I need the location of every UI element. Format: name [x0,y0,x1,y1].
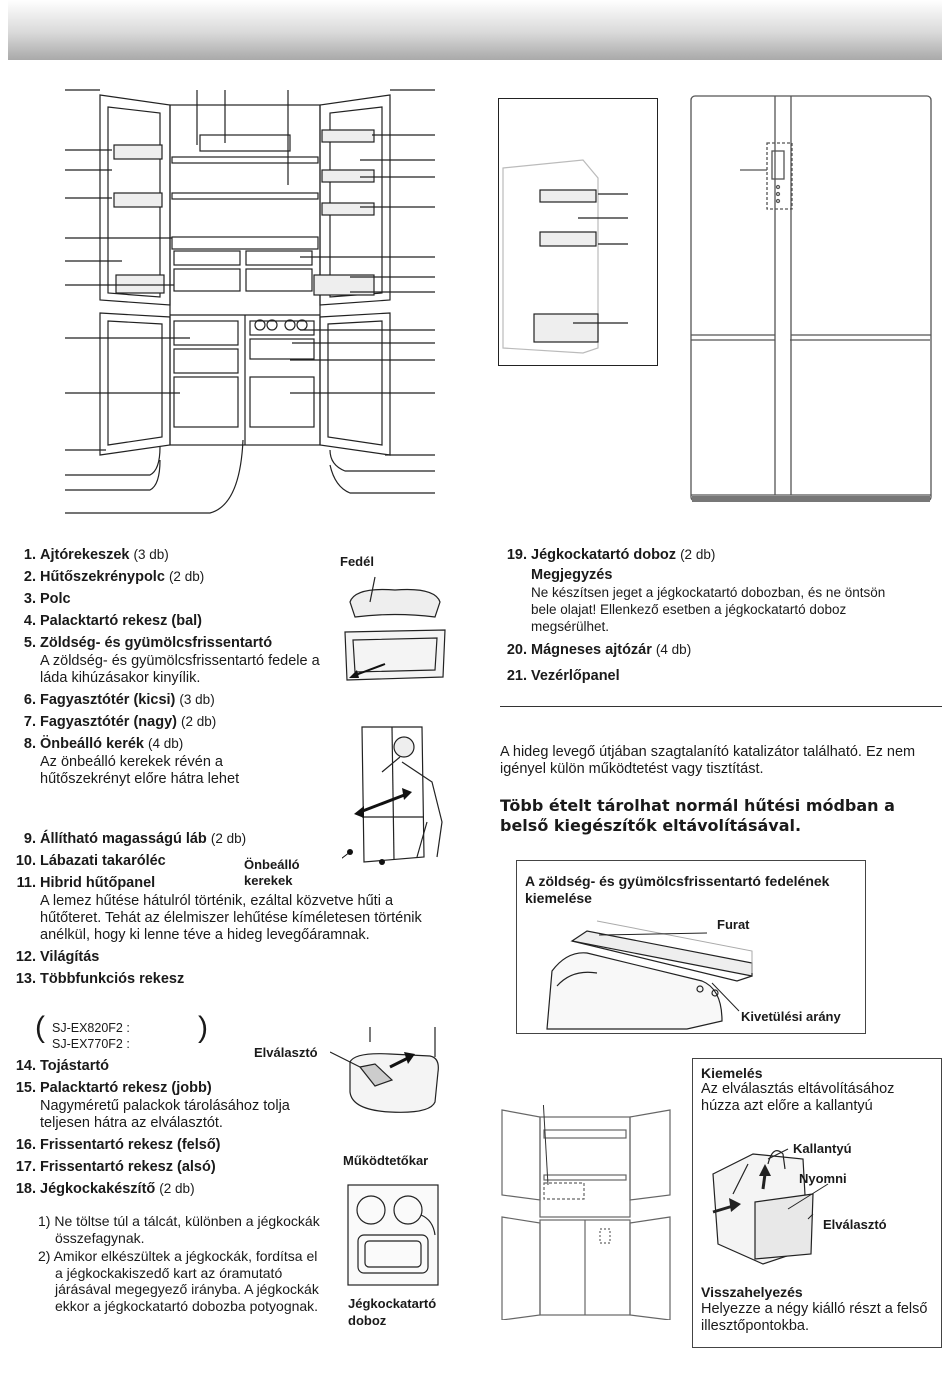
kiemeles-text: Az elválasztás eltávolításához húzza azt… [701,1081,895,1114]
list-item: 2.Hűtőszekrénypolc (2 db) [23,569,205,585]
list-item: 6.Fagyasztótér (kicsi) (3 db) [23,692,215,708]
door-detail-inset [498,98,658,366]
label-mukodteto: Működtetőkar [343,1153,429,1168]
models-list: SJ-EX820F2 : SJ-EX770F2 : [52,1020,130,1052]
list-item: 11.Hibrid hűtőpanel A lemez hűtése hátul… [16,875,422,943]
note-title: Megjegyzés [531,567,613,583]
label-elvalaszto-2: Elválasztó [823,1217,887,1232]
fridge-lower-diagram [501,1105,671,1320]
bracket-open: ( [35,1011,45,1044]
ice-note: 1) Ne töltse túl a tálcát, különben a jé… [38,1213,320,1246]
parts-list-1: 1.Ajtórekeszek (3 db) 2.Hűtőszekrénypolc… [9,546,329,792]
crisper-drawer-figure [344,576,446,681]
list-item: 3.Polc [23,591,71,607]
header-band [8,0,942,60]
catalyst-text: A hideg levegő útjában szagtalanító kata… [500,744,916,777]
label-nyomni: Nyomni [799,1171,847,1186]
parts-list-right: 19.Jégkockatartó doboz (2 db) Megjegyzés… [500,546,940,689]
model-line: SJ-EX820F2 : [52,1021,130,1035]
list-item: 4.Palacktartó rekesz (bal) [23,613,202,629]
moving-fridge-figure [342,726,443,865]
section-heading: Több ételt tárolhat normál hűtési módban… [500,796,895,835]
divider-figure [330,1027,439,1113]
kiemeles-box: Kiemelés Az elválasztás eltávolításához … [692,1058,942,1348]
list-item: 5.Zöldség- és gyümölcsfrissentartó A zöl… [23,635,320,686]
fridge-closed-diagram [690,95,932,502]
list-item: 17.Frissentartó rekesz (alsó) [15,1159,216,1175]
ice-notes: 1) Ne töltse túl a tálcát, különben a jé… [38,1211,320,1314]
ice-maker-figure [347,1184,439,1286]
list-item: 13.Többfunkciós rekesz [15,971,185,987]
list-item: 8.Önbeálló kerék (4 db) Az önbeálló kere… [23,736,240,787]
divider-removal-figure [712,1148,829,1265]
label-onbeallo: Önbeálló kerekek [244,857,300,888]
label-jegkockatarto: Jégkockatartó doboz [348,1296,437,1328]
list-item: 14.Tojástartó [15,1058,110,1074]
note-text: Ne készítsen jeget a jégkockatartó doboz… [531,585,886,634]
list-item: 12.Világítás [15,949,100,965]
cover-removal-figure [546,920,753,1030]
cover-box-title: A zöldség- és gyümölcsfrissentartó fedel… [525,873,830,906]
bracket-close: ) [198,1011,208,1044]
parts-list-3: 14.Tojástartó 15.Palacktartó rekesz (job… [9,1057,329,1202]
list-item: 9.Állítható magasságú láb (2 db) [23,831,247,847]
parts-list-2: 9.Állítható magasságú láb (2 db) 10.Lába… [9,830,429,992]
ice-note: 2) Amikor elkészültek a jégkockák, fordí… [38,1248,319,1314]
model-line: SJ-EX770F2 : [52,1037,130,1051]
list-item: 7.Fagyasztótér (nagy) (2 db) [23,714,217,730]
list-item: 18.Jégkockakészítő (2 db) [15,1181,195,1197]
visszahelyezes-title: Visszahelyezés [701,1284,803,1300]
divider-line [500,706,942,707]
list-item: 16.Frissentartó rekesz (felső) [15,1137,221,1153]
label-elvalaszto: Elválasztó [254,1045,318,1060]
kiemeles-title: Kiemelés [701,1065,763,1081]
label-fedel: Fedél [340,554,374,569]
fridge-open-diagram [65,89,435,514]
cover-removal-box: A zöldség- és gyümölcsfrissentartó fedel… [516,860,866,1034]
list-item: 20.Mágneses ajtózár (4 db) [506,642,692,658]
label-furat: Furat [717,917,750,932]
list-item: 21.Vezérlőpanel [506,668,620,684]
list-item: 19.Jégkockatartó doboz (2 db) Megjegyzés… [500,546,940,635]
list-item: 1.Ajtórekeszek (3 db) [23,547,169,563]
visszahelyezes-text: Helyezze a négy kiálló részt a felső ill… [701,1301,928,1334]
list-item: 10.Lábazati takaróléc [15,853,166,869]
label-kivetulesi: Kivetülési arány [741,1009,841,1024]
list-item: 15.Palacktartó rekesz (jobb) Nagyméretű … [15,1080,290,1131]
label-kallantyu: Kallantyú [793,1141,852,1156]
